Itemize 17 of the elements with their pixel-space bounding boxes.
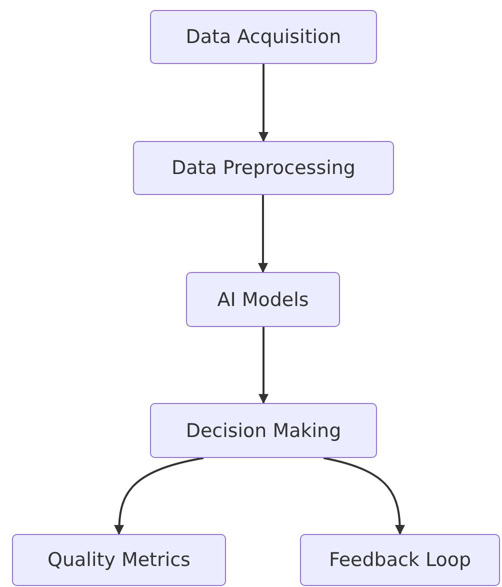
node-label: Decision Making bbox=[186, 420, 342, 442]
process-box bbox=[12, 534, 226, 586]
process-box bbox=[133, 141, 394, 195]
arrow bbox=[323, 457, 405, 535]
node-label: AI Models bbox=[217, 288, 309, 310]
process-box bbox=[150, 10, 377, 64]
arrow bbox=[114, 457, 204, 535]
arrow bbox=[258, 195, 268, 273]
process-box bbox=[186, 272, 340, 327]
node-label: Feedback Loop bbox=[328, 549, 472, 571]
arrow bbox=[258, 327, 268, 404]
process-box bbox=[150, 403, 377, 458]
arrow bbox=[258, 64, 268, 142]
node-label: Data Preprocessing bbox=[171, 157, 356, 179]
node-label: Data Acquisition bbox=[186, 26, 342, 48]
node-label: Quality Metrics bbox=[48, 549, 190, 571]
process-box bbox=[300, 534, 500, 586]
